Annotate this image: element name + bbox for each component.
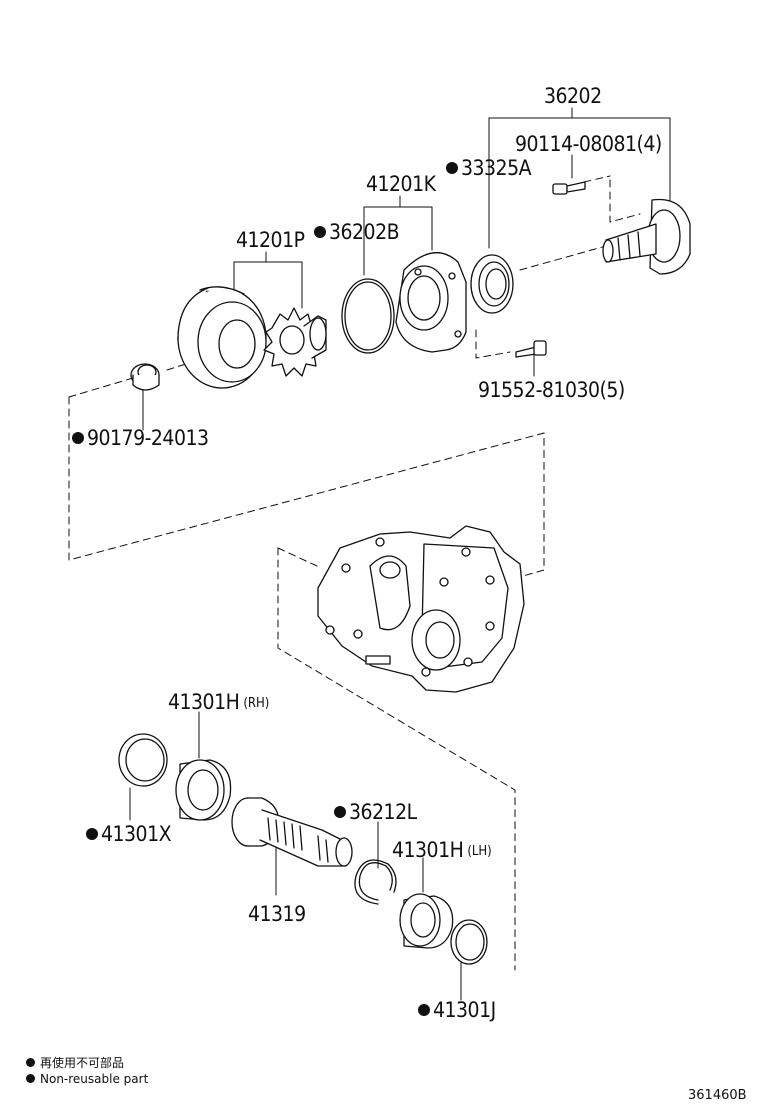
non-reusable-marker-icon — [26, 1058, 35, 1067]
bearing-lh — [399, 893, 454, 949]
ring-gear — [177, 286, 267, 389]
part-label-33325a[interactable]: 33325A — [446, 156, 532, 180]
washer — [118, 733, 168, 787]
non-reusable-marker-icon — [314, 226, 326, 238]
part-label-36212l[interactable]: 36212L — [334, 800, 417, 824]
bolt-upper — [552, 181, 586, 195]
shaft — [231, 797, 353, 867]
part-label-41301j[interactable]: 41301J — [418, 998, 496, 1022]
flange-shaft — [602, 198, 691, 275]
pinion-gear — [263, 307, 327, 377]
non-reusable-marker-icon — [418, 1004, 430, 1016]
part-label-41319[interactable]: 41319 — [248, 902, 306, 926]
non-reusable-marker-icon — [72, 432, 84, 444]
part-label-41301h-rh[interactable]: 41301H(RH) — [168, 690, 270, 714]
part-label-90179-24013[interactable]: 90179-24013 — [72, 426, 209, 450]
part-label-41201k[interactable]: 41201K — [366, 172, 436, 196]
oil-seal — [470, 254, 514, 314]
part-label-36202[interactable]: 36202 — [544, 84, 602, 108]
snap-ring — [354, 859, 397, 905]
bolt-lower — [515, 340, 547, 358]
assembly-lines — [68, 175, 641, 971]
carrier-housing — [395, 252, 467, 353]
leader-lines — [129, 107, 671, 1001]
part-label-91552-81030[interactable]: 91552-81030(5) — [478, 378, 625, 402]
non-reusable-marker-icon — [446, 162, 458, 174]
diagram-reference-number: 361460B — [688, 1088, 747, 1103]
non-reusable-marker-icon — [26, 1074, 35, 1083]
part-label-41301h-lh[interactable]: 41301H(LH) — [392, 838, 492, 862]
part-label-90114-08081[interactable]: 90114-08081(4) — [515, 132, 662, 156]
non-reusable-marker-icon — [86, 828, 98, 840]
part-label-41301x[interactable]: 41301X — [86, 822, 172, 846]
bearing-cup — [130, 363, 160, 391]
part-label-36202b[interactable]: 36202B — [314, 220, 400, 244]
o-ring — [341, 278, 395, 354]
part-label-41201p[interactable]: 41201P — [236, 228, 305, 252]
legend-line-english: Non-reusable part — [26, 1072, 148, 1086]
bearing-rh — [175, 759, 232, 821]
non-reusable-marker-icon — [334, 806, 346, 818]
washer-lh — [450, 919, 488, 965]
legend-line-japanese: 再使用不可部品 — [26, 1054, 124, 1071]
transaxle-case — [317, 525, 525, 693]
